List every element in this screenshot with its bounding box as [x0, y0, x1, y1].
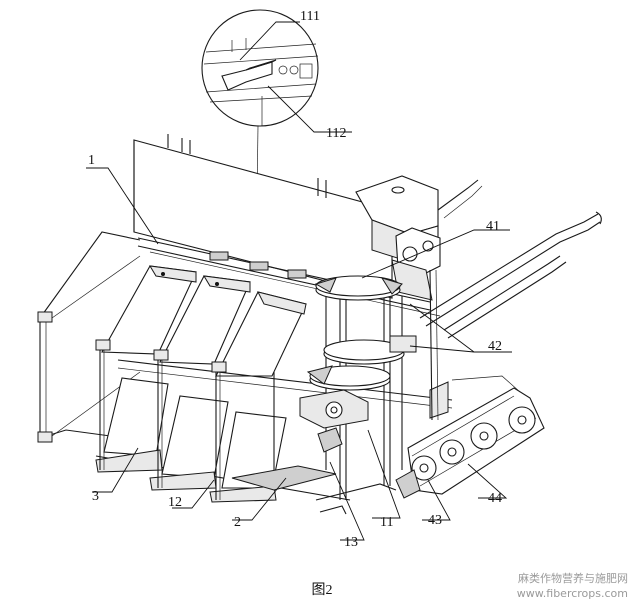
label-42: 42: [488, 339, 502, 354]
lower-dividers: [95, 377, 287, 503]
left-frame: [37, 231, 141, 443]
label-2: 2: [234, 515, 241, 530]
engine-housing: [355, 175, 483, 301]
track: [395, 375, 545, 499]
back-panel: [133, 134, 393, 299]
label-111: 111: [300, 9, 320, 24]
watermark-url: www.fibercrops.com: [517, 587, 628, 600]
handles: [419, 211, 602, 339]
label-41: 41: [486, 219, 500, 234]
reference-numbers: 111 112 1 41 42 3 12 2 13 11 43 44: [88, 9, 502, 550]
label-13: 13: [344, 535, 358, 550]
label-44: 44: [488, 491, 502, 506]
label-1: 1: [88, 153, 95, 168]
right-frame: [315, 269, 439, 515]
label-43: 43: [428, 513, 442, 528]
label-11: 11: [380, 515, 393, 530]
upper-rails: [137, 237, 441, 317]
figure-caption: 图2: [312, 583, 333, 598]
label-12: 12: [168, 495, 182, 510]
vertical-posts: [95, 339, 275, 500]
upper-dividers: [101, 265, 307, 377]
watermark-cn: 麻类作物营养与施肥网: [518, 571, 628, 585]
label-3: 3: [92, 489, 99, 504]
detail-callout: [201, 9, 319, 271]
leader-lines: [86, 21, 512, 541]
label-112: 112: [326, 126, 346, 141]
transmission: [231, 275, 417, 500]
